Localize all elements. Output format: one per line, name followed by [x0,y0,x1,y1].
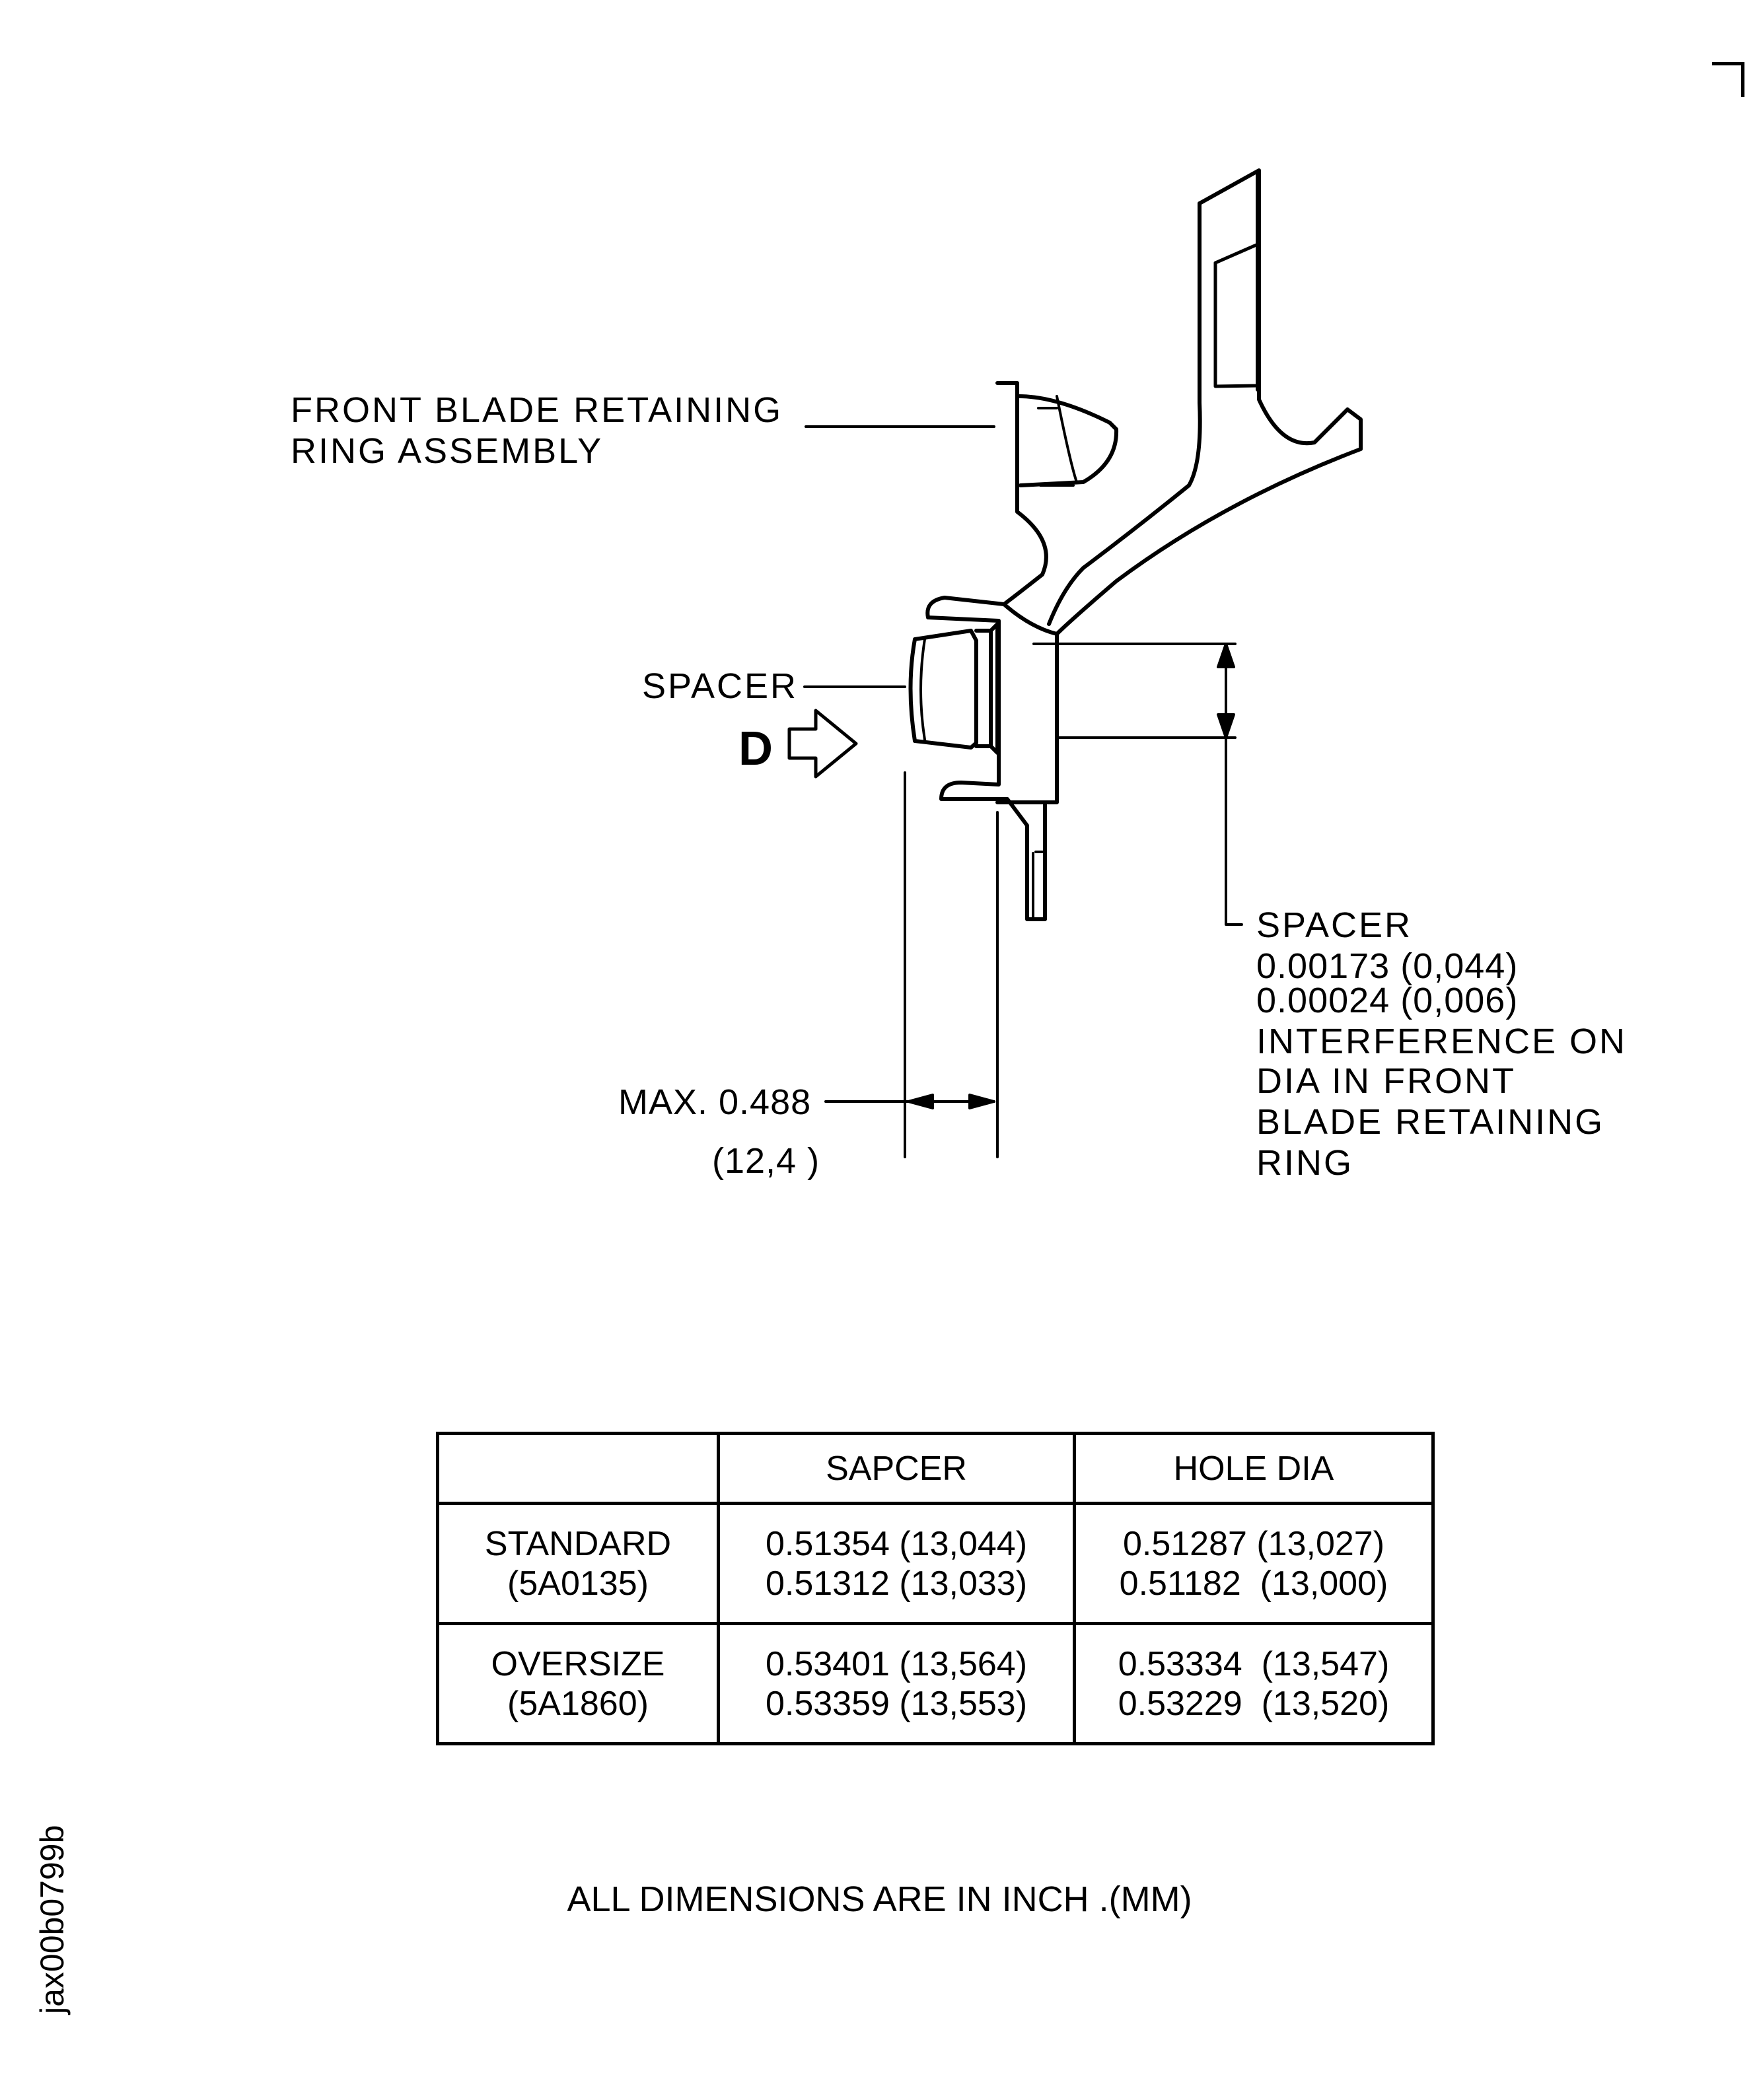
hole-dia-max: 0.53334 (13,547) [1118,1644,1390,1683]
spacer-note-line1: SPACER [1256,905,1413,945]
label-retaining-ring-line1: FRONT BLADE RETAINING [291,390,783,430]
label-view-d: D [738,722,775,775]
row-label-standard: STANDARD (5A0135) [436,1502,720,1625]
spacer-max: 0.51354 (13,044) [765,1524,1028,1563]
max-length-dimension [824,771,999,1158]
cell-hole-dia-oversize: 0.53334 (13,547) 0.53229 (13,520) [1073,1622,1435,1745]
spacer-hole-dimension-table: SAPCER HOLE DIA STANDARD (5A0135) 0.5135… [436,1432,1435,1745]
spacer-note-line6: BLADE RETAINING [1256,1102,1605,1142]
row-label-line: OVERSIZE [491,1644,665,1683]
spacer-note-line5: DIA IN FRONT [1256,1061,1517,1101]
hole-dia-min: 0.51182 (13,000) [1119,1564,1388,1603]
figure-id: jax00b0799b [34,1825,71,2014]
table-row: STANDARD (5A0135) 0.51354 (13,044) 0.513… [436,1502,1435,1625]
row-label-part-number: (5A0135) [507,1564,649,1603]
spacer-min: 0.51312 (13,033) [765,1564,1028,1603]
view-arrow [787,709,858,779]
table-header-row: SAPCER HOLE DIA [436,1432,1435,1505]
cell-spacer-standard: 0.51354 (13,044) 0.51312 (13,033) [717,1502,1076,1625]
hole-dia-max: 0.51287 (13,027) [1122,1524,1385,1563]
row-label-line: STANDARD [484,1524,672,1563]
spacer-max: 0.53401 (13,564) [765,1644,1028,1683]
blade-disk-outline [995,168,1363,804]
units-note: ALL DIMENSIONS ARE IN INCH .(MM) [567,1879,1192,1919]
spacer-part [908,622,999,755]
spacer-note-line7: RING [1256,1143,1353,1183]
label-max-dimension-mm: (12,4 ) [712,1141,820,1181]
row-label-oversize: OVERSIZE (5A1860) [436,1622,720,1745]
label-retaining-ring-line2: RING ASSEMBLY [291,431,604,471]
spacer-note-line4: INTERFERENCE ON [1256,1022,1628,1061]
label-max-dimension: MAX. 0.488 [618,1082,812,1122]
cell-hole-dia-standard: 0.51287 (13,027) 0.51182 (13,000) [1073,1502,1435,1625]
table-header-empty [436,1432,720,1505]
label-spacer: SPACER [642,666,799,706]
hole-dia-min: 0.53229 (13,520) [1118,1684,1390,1723]
corner-registration-mark [1712,62,1744,97]
row-label-part-number: (5A1860) [507,1684,649,1723]
cell-spacer-oversize: 0.53401 (13,564) 0.53359 (13,553) [717,1622,1076,1745]
table-header-spacer: SAPCER [717,1432,1076,1505]
table-header-hole-dia: HOLE DIA [1073,1432,1435,1505]
diameter-dimension [1032,643,1243,926]
spacer-note-line3: 0.00024 (0,006) [1256,981,1519,1020]
table-row: OVERSIZE (5A1860) 0.53401 (13,564) 0.533… [436,1622,1435,1745]
retaining-ring-assembly [925,381,1119,921]
spacer-min: 0.53359 (13,553) [765,1684,1028,1723]
spacer-note-line2: 0.00173 (0,044) [1256,946,1519,986]
